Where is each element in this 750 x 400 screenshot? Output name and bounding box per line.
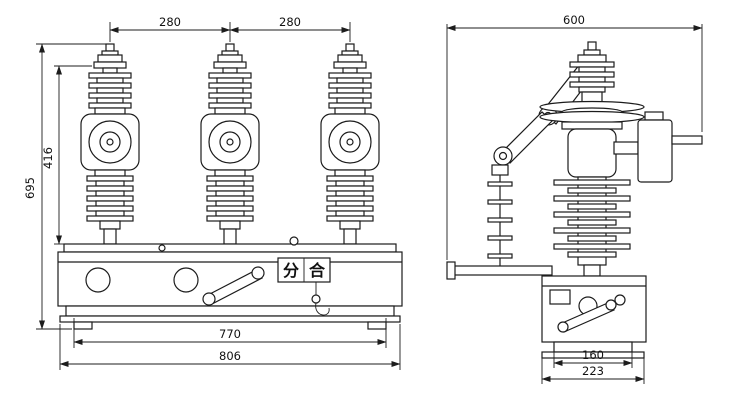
pole-left	[80, 43, 140, 245]
dim-height-pole: 416	[41, 147, 55, 169]
right-terminal-plate	[671, 135, 703, 145]
pole-right	[320, 43, 380, 245]
foot-left	[73, 321, 93, 330]
dim-side-width-overall: 600	[563, 13, 585, 27]
dim-base-outer: 223	[582, 364, 604, 378]
side-bracket-bar	[451, 265, 553, 276]
dim-base-inner: 160	[582, 348, 604, 362]
foot-right	[367, 321, 387, 330]
dim-width-overall: 806	[219, 349, 241, 363]
frame-hole-left	[85, 267, 111, 293]
dim-pole-spacing-1: 280	[159, 15, 181, 29]
side-mounted-box	[637, 119, 673, 183]
pull-hook	[311, 282, 330, 316]
base-channel	[65, 305, 395, 317]
dim-height-overall: 695	[23, 177, 37, 199]
side-pole-assembly	[446, 41, 703, 359]
operating-rod-top	[491, 164, 509, 176]
front-frame-box	[57, 236, 403, 330]
side-dimensions: 600 160 223	[446, 13, 703, 384]
frame-hole-right	[173, 267, 199, 293]
side-view: 600 160 223	[446, 13, 703, 384]
front-dimensions: 280 280 695 416 770 806	[23, 15, 401, 370]
front-view: 分 合 280 280 695 416	[23, 15, 403, 370]
open-close-plate: 分 合	[277, 257, 331, 283]
pole-center	[200, 43, 260, 245]
dim-width-inner: 770	[219, 327, 241, 341]
close-label: 合	[309, 261, 326, 280]
dim-pole-spacing-2: 280	[279, 15, 301, 29]
open-label: 分	[283, 261, 299, 280]
